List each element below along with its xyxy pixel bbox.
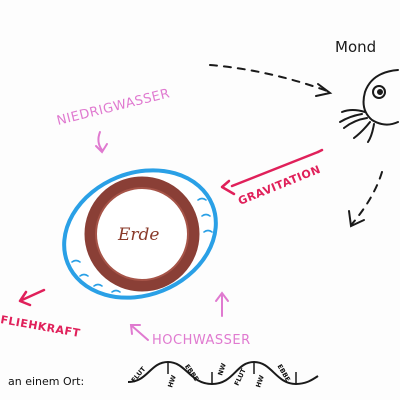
tide-curve-label: FLUT — [233, 367, 248, 387]
moon-label: Mond — [335, 38, 376, 56]
centrifugal-arrow — [18, 288, 46, 307]
high-tide-label: HOCHWASSER — [152, 333, 251, 348]
tide-curve-label: HW — [254, 374, 266, 388]
tide-curve-label: EBBE — [276, 363, 292, 383]
tide-curve-label: NW — [216, 362, 228, 376]
earth-inner-ring — [95, 187, 189, 281]
tide-curve-label: EBBE — [183, 363, 200, 383]
high-tide-arrow-right — [215, 291, 229, 317]
moon-icon — [339, 69, 399, 143]
water-waves — [71, 197, 213, 293]
earth-circle — [84, 176, 200, 292]
centrifugal-label: FLIEHKRAFT — [0, 313, 81, 340]
location-label: an einem Ort: — [8, 375, 84, 388]
low-tide-arrow — [95, 131, 108, 154]
orbit-arrow-top — [209, 64, 333, 97]
high-tide-arrow-left — [129, 324, 149, 341]
tide-curve — [127, 360, 319, 386]
earth-label: Erde — [117, 225, 159, 245]
tide-curve-label: HW — [166, 374, 178, 388]
low-tide-label: NIEDRIGWASSER — [55, 86, 171, 129]
gravity-label: GRAVITATION — [236, 163, 322, 208]
gravity-arrow — [220, 148, 324, 196]
orbit-arrow-right — [348, 171, 383, 228]
tide-curve-ticks — [167, 362, 297, 384]
